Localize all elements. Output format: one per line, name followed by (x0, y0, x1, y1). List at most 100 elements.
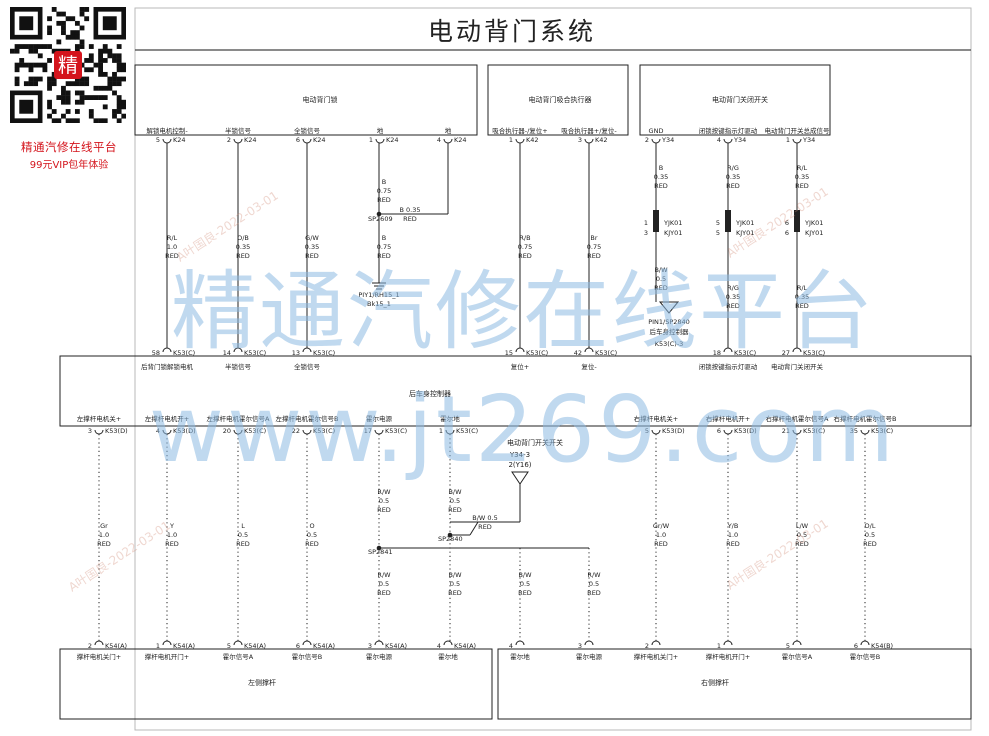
switch-pin-2-label: 电动背门开关总成信号 (765, 126, 831, 135)
wl-bl-1-line2: RED (97, 540, 111, 548)
wl-sw-1-bot-line0: R/L (797, 284, 808, 292)
left-strut-pin-4 (374, 640, 384, 646)
bcm-top-pin-3-num: 15 (505, 349, 513, 357)
promo-panel: 精 精通汽修在线平台 99元VIP包年体验 (4, 4, 130, 171)
bcm-top-pin-3 (515, 347, 525, 353)
qr-module (74, 76, 80, 82)
qr-module (42, 67, 48, 73)
bcm-bot-pin-4 (374, 429, 384, 435)
qr-module (112, 109, 117, 114)
inline-pin-top-1: 5 (716, 219, 720, 227)
qr-finder-core (19, 16, 34, 31)
actuator-pin-1-label: 吸合执行器+/复位- (561, 126, 617, 135)
qr-module (79, 95, 85, 100)
wl-br-3-line1: 1.0 (656, 531, 666, 539)
bcm-bot-pin-9-conn: K53(C) (871, 427, 893, 435)
qr-module (98, 58, 103, 63)
left-strut-pin-0 (94, 640, 104, 646)
qr-module (14, 76, 20, 82)
switch-pin-0-label: GND (649, 127, 664, 135)
wl-br-5-line1: 0.5 (797, 531, 807, 539)
wl-bl-5-top-line1: 0.5 (379, 497, 389, 505)
lock-pin-2-label: 全锁信号 (294, 126, 321, 135)
qr-module (116, 44, 122, 49)
wl-br-4-line1: 1.0 (728, 531, 738, 539)
actuator-pin-1 (584, 138, 594, 144)
left-strut-pin-5-conn: K54(A) (454, 642, 476, 650)
qr-module (23, 62, 29, 68)
bcm-bot-label-2: 左撑杆电机霍尔信号A (207, 414, 271, 423)
qr-module (28, 62, 34, 68)
wl-br-4-line0: Y/B (727, 522, 739, 530)
qr-module (116, 76, 122, 82)
qr-module (88, 67, 94, 73)
diagram-title: 电动背门系统 (428, 17, 596, 46)
qr-module (93, 118, 99, 123)
qr-module (98, 53, 103, 59)
qr-module (47, 104, 52, 110)
splice-sp2841: SP2841 (368, 548, 393, 556)
wl-sw-4-top-line0: R/G (727, 164, 739, 172)
bcm-top-pin-5-num: 18 (713, 349, 721, 357)
wl-br-5-line0: L/W (796, 522, 809, 530)
qr-module (61, 20, 66, 26)
wl-mid-bw-line0: B/W 0.5 (472, 514, 497, 522)
qr-module (121, 76, 126, 82)
qr-module (28, 67, 34, 73)
qr-module (47, 76, 52, 82)
left-strut-title: 左侧撑杆 (248, 678, 276, 687)
wl-sw-1-bot-line2: RED (795, 302, 809, 310)
switch-pin-1-num: 4 (717, 136, 721, 144)
bcm-bot-pin-6-conn: K53(D) (662, 427, 685, 435)
qr-module (33, 62, 39, 68)
qr-module (121, 62, 126, 68)
wl-sw-4-top-line1: 0.35 (726, 173, 740, 181)
bcm-bot-pin-5 (445, 429, 455, 435)
bcm-bot-pin-2-conn: K53(C) (244, 427, 266, 435)
bcm-top-pin-0 (162, 347, 172, 353)
bcm-bot-pin-1 (162, 429, 172, 435)
qr-module (47, 81, 52, 87)
qr-module (116, 118, 122, 123)
wl-lock-4-line0: B 0.35 (400, 206, 421, 214)
qr-module (79, 39, 85, 45)
qr-module (37, 76, 43, 82)
wl-br-6-line0: O/L (865, 522, 876, 530)
wl-sw-2-line2: RED (654, 182, 668, 190)
qr-module (112, 58, 117, 63)
right-strut-pin-0-num: 4 (509, 642, 513, 650)
qr-module (102, 71, 108, 77)
right-strut-box (497, 648, 972, 720)
qr-module (74, 109, 80, 114)
bcm-top-label-2: 全锁信号 (294, 362, 321, 371)
bcm-bot-pin-6 (651, 429, 661, 435)
qr-module (47, 113, 52, 119)
qr-module (79, 11, 85, 17)
qr-module (14, 44, 20, 49)
right-strut-label-5: 霍尔信号B (850, 652, 880, 661)
open-switch-pin1: Y34-3 (509, 451, 530, 459)
wl-br-2-line1: 0.5 (589, 580, 599, 588)
kjy01-2: KJY01 (805, 229, 823, 237)
qr-module (116, 99, 122, 105)
qr-code-icon[interactable]: 精 (10, 7, 126, 123)
bcm-box (59, 355, 972, 427)
qr-module (98, 85, 103, 91)
qr-module (65, 16, 71, 22)
bcm-bot-pin-9-num: 35 (850, 427, 858, 435)
qr-module (28, 48, 34, 54)
splice-sp2840: SP2840 (438, 535, 463, 543)
left-strut-pin-1 (162, 640, 172, 646)
promo-line-2: 99元VIP包年体验 (29, 160, 109, 171)
qr-module (112, 76, 117, 82)
qr-module (74, 81, 80, 87)
switch-pin-2 (792, 138, 802, 144)
left-strut-pin-2 (233, 640, 243, 646)
qr-module (70, 81, 76, 87)
dot-sp2841 (376, 545, 382, 551)
qr-module (116, 95, 122, 100)
bcm-top-pin-5-conn: K53(C) (734, 349, 756, 357)
bcm-top-pin-4 (584, 347, 594, 353)
bcm-top-pin-2-conn: K53(C) (313, 349, 335, 357)
